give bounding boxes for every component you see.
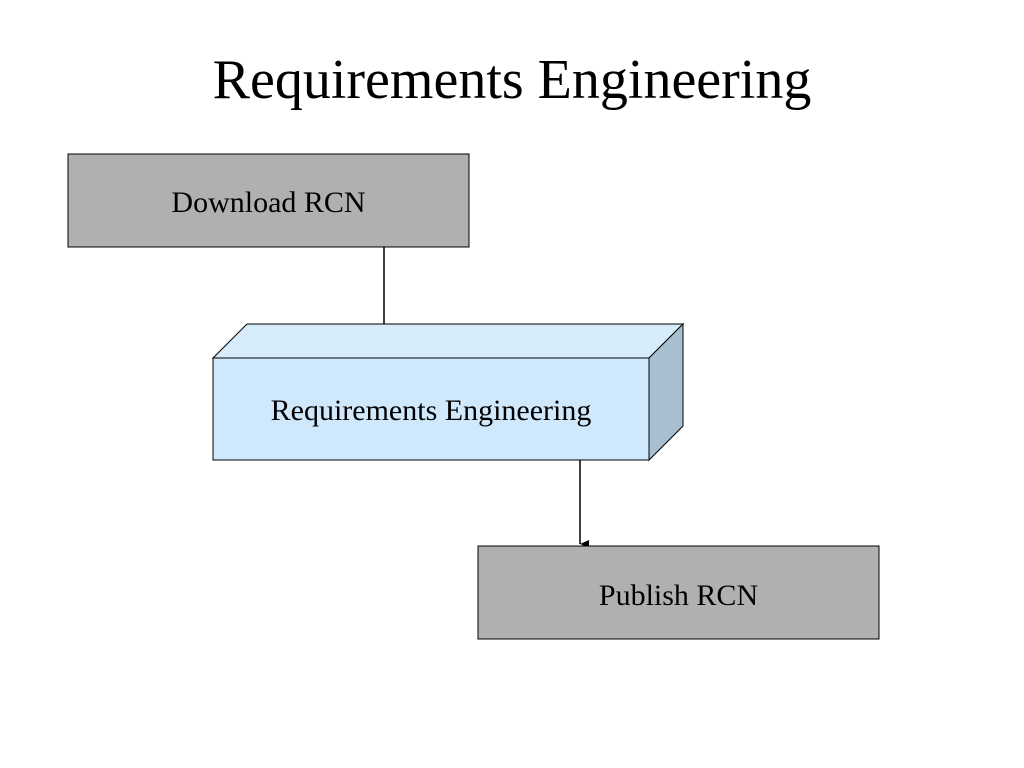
publish-rcn-box [477,545,880,640]
requirements-engineering-node: Requirements Engineering [211,322,685,462]
download-rcn-label: Download RCN [171,186,365,219]
slide-title: Requirements Engineering [212,49,812,111]
process-box-top-face [211,323,685,359]
publish-rcn-label: Publish RCN [599,579,758,612]
publish-rcn-node: Publish RCN [477,545,880,640]
requirements-engineering-label: Requirements Engineering [271,394,592,427]
process-box-front-face [212,357,650,461]
download-rcn-box [67,153,470,248]
download-rcn-node: Download RCN [67,153,470,248]
